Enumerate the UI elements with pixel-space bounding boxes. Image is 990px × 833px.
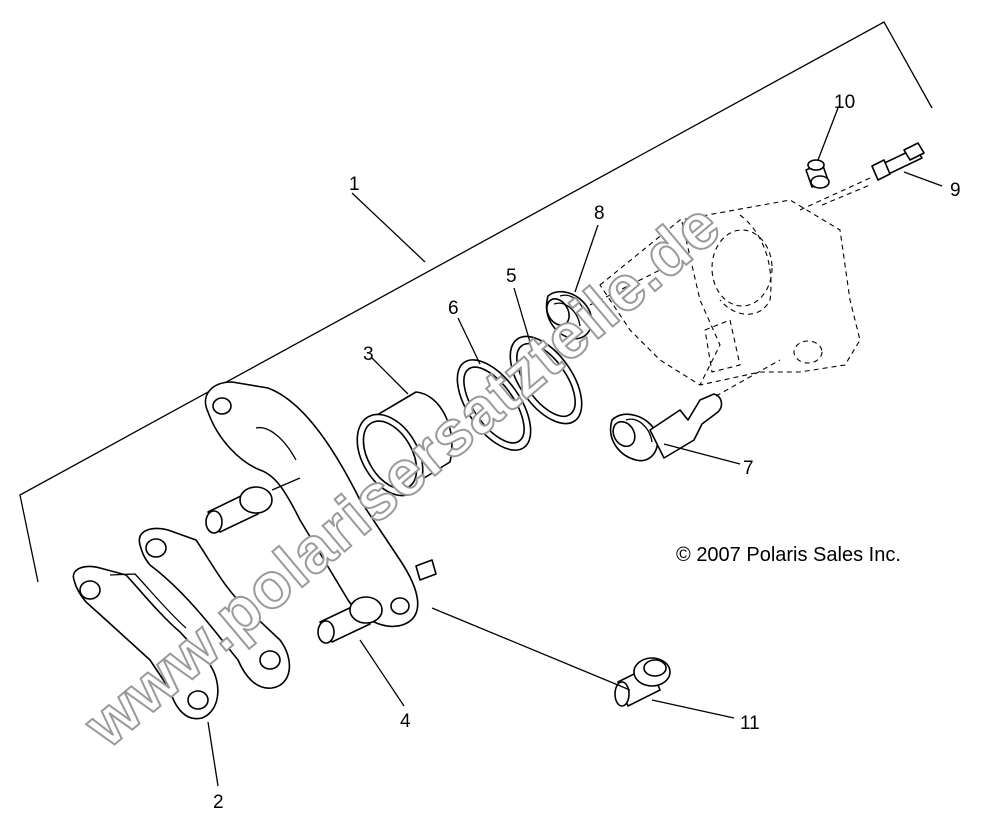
- part-3-piston: [356, 357, 453, 497]
- part-7-slide-pin: [609, 359, 781, 465]
- part-5-seal-ring: [509, 287, 583, 425]
- part-10-bleeder-cap: [805, 107, 839, 189]
- assembly-bracket: [19, 21, 933, 583]
- callout-7: 7: [743, 458, 754, 479]
- callout-1: 1: [349, 174, 360, 195]
- callout-9: 9: [950, 180, 961, 201]
- copyright-symbol: ©: [676, 544, 691, 566]
- copyright-text: 2007 Polaris Sales Inc.: [696, 544, 901, 566]
- callout-6: 6: [448, 298, 459, 319]
- caliper-housing: [599, 184, 871, 386]
- callout-11: 11: [740, 713, 760, 734]
- copyright-notice: © 2007 Polaris Sales Inc.: [676, 544, 901, 567]
- part-8-boot: [545, 224, 661, 340]
- callout-8: 8: [594, 203, 605, 224]
- callout-4: 4: [400, 711, 411, 732]
- callout-2: 2: [213, 792, 224, 813]
- part-2-brake-pads: [72, 527, 291, 787]
- part-9-bleeder-screw: [799, 142, 943, 211]
- callout-10: 10: [834, 92, 855, 113]
- part-6-dust-seal: [456, 317, 532, 451]
- callout-3: 3: [363, 344, 374, 365]
- part-4-bracket: [204, 381, 437, 707]
- part-11-bolt: [431, 607, 735, 719]
- callout-5: 5: [506, 266, 517, 287]
